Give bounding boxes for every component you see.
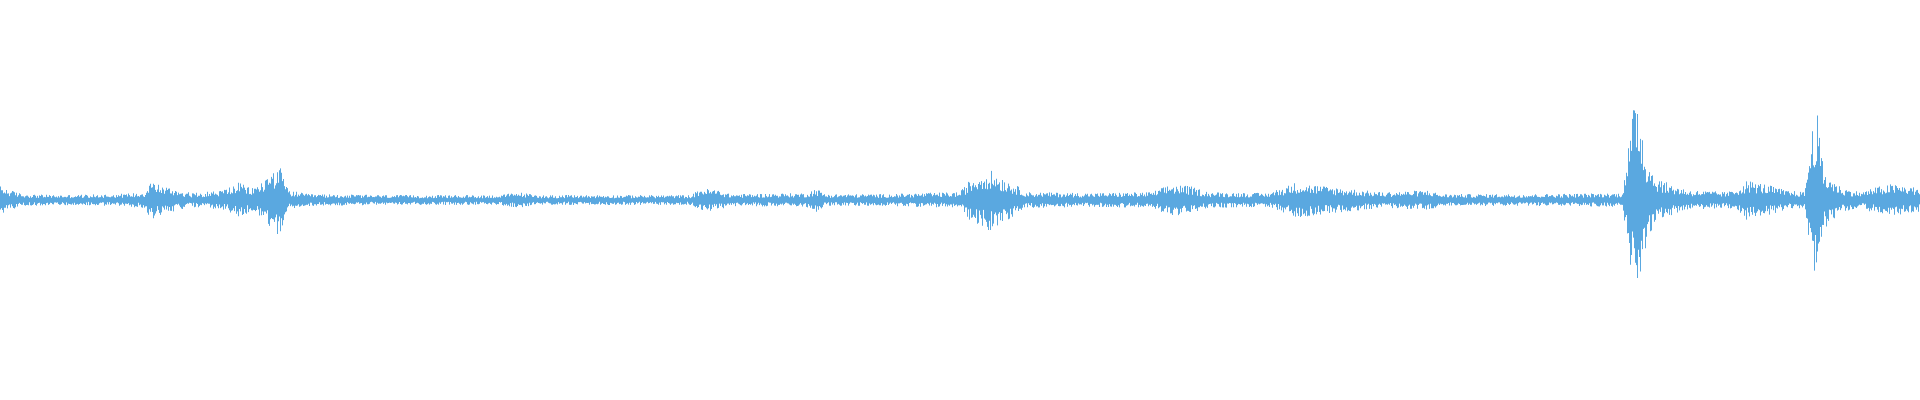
waveform-amplitude-lines [0, 110, 1920, 278]
